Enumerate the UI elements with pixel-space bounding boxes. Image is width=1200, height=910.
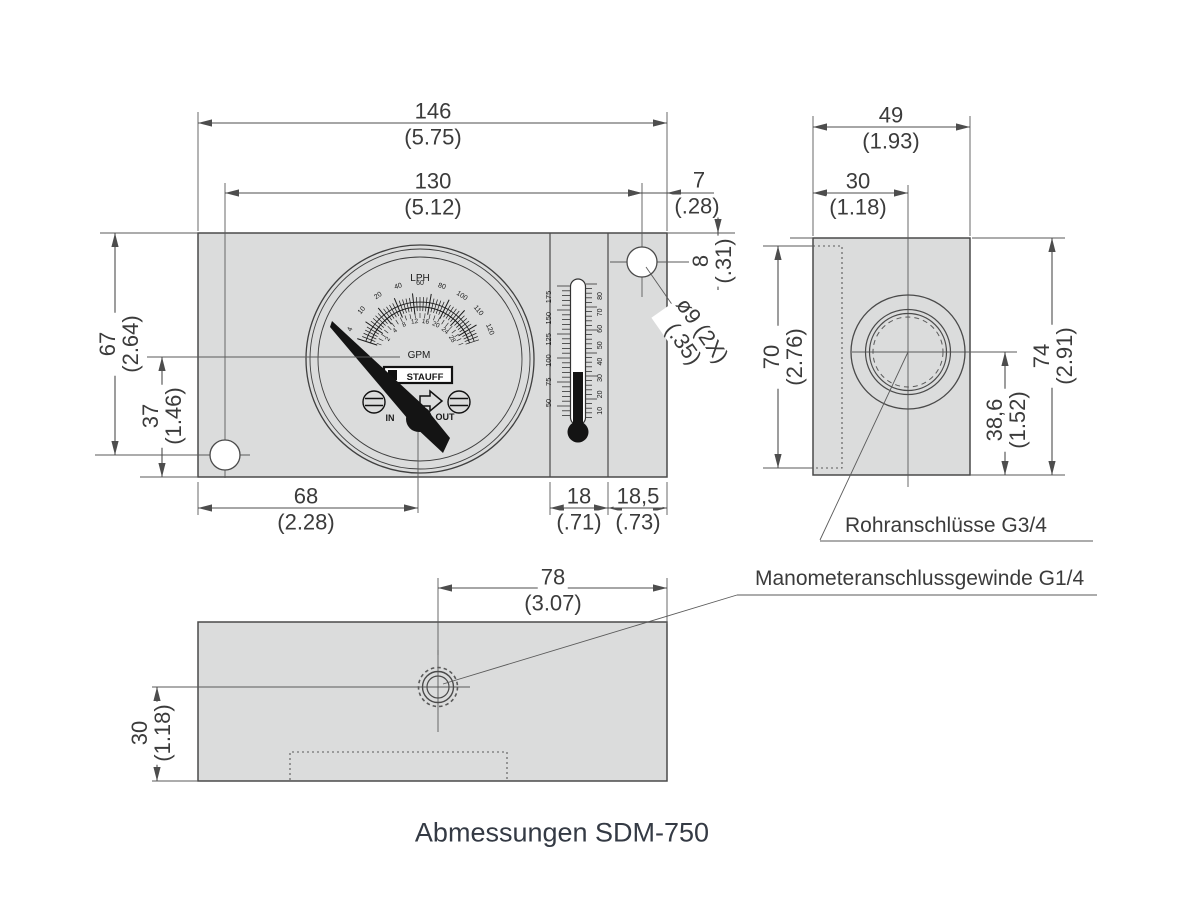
fahrenheit-scale-number: 50 [544,399,553,407]
celsius-scale-number: 30 [597,374,604,382]
dim-port-to-edge-inch: (3.07) [521,591,585,615]
screw-icon [362,390,386,414]
dim-hole-edge-offset-inch: (.28) [671,194,723,218]
lph-scale-number: 80 [437,282,447,291]
lph-scale-number: 60 [416,280,424,287]
dim-center-to-bottom: 37(1.46) [138,384,186,448]
cutout-hidden-line [813,245,843,469]
dim-right-section-mm: 18,5 [613,484,663,508]
mounting-hole-top-right [626,246,658,278]
dim-thermo-window-inch: (.71) [553,510,605,534]
thermometer-bulb [567,421,589,443]
dim-port-center-offset-inch: (1.18) [826,195,890,219]
dim-right-section-inch: (.73) [612,510,664,534]
dim-hole-span-mm: 130 [411,169,455,193]
lph-scale-number: 40 [393,282,403,291]
dim-front-width-inch: (5.75) [401,125,465,149]
celsius-scale-number: 50 [597,341,604,349]
side-view-panel [812,237,971,476]
fahrenheit-scale-number: 100 [544,354,553,367]
gauge-port-leader [442,594,738,685]
dim-hole-edge-offset-mm: 7 [689,168,709,192]
dim-port-to-edge-mm: 78 [537,565,569,589]
inlet-label: IN [386,413,395,423]
fahrenheit-scale-number: 150 [544,312,553,325]
dim-depth-inch: (1.93) [859,129,923,153]
gauge-port-thread-circle [417,666,459,708]
gpm-scale-number: 12 [411,318,420,326]
lph-scale-number: 10 [357,305,367,316]
bottom-view [152,578,1097,782]
dim-depth-mm: 49 [875,103,907,127]
gpm-scale-number: 4 [392,327,400,335]
dim-top-to-hole: 67(2.64) [95,312,143,376]
dim-edge-to-gauge-center-mm: 68 [290,484,322,508]
brand-name: STAUFF [407,372,444,383]
gauge-unit-top: LPH [410,273,429,284]
side-view [763,116,1093,542]
celsius-scale-number: 20 [597,390,604,398]
thermometer: 175 150 125 100 75 50 80 70 60 50 40 30 20 10 [544,278,604,443]
gauge-unit-bottom: GPM [408,350,431,361]
gpm-scale-number: 28 [447,334,457,344]
gauge-port-circle [421,670,455,704]
dim-edge-to-gauge-center-inch: (2.28) [274,510,338,534]
gpm-scale-number: 8 [401,321,408,329]
brand-logo-icon [388,370,397,380]
dim-body-inner-height: 70(2.76) [759,325,807,389]
dim-hole-top-offset: 8(.31) [688,235,736,287]
dim-height: 74(2.91) [1029,324,1077,388]
pipe-port-leader [819,351,909,541]
drawing-caption: Abmessungen SDM-750 [414,817,710,848]
needle-hub [406,406,432,432]
dim-port-center-height: 38,6(1.52) [982,388,1030,452]
gauge-thread-label: Manometeranschlussgewinde G1/4 [755,567,1085,590]
thermometer-scale-ticks: 175 150 125 100 75 50 80 70 60 50 40 30 20 10 [544,283,604,418]
gpm-scale-number: 24 [440,326,450,336]
gpm-scale-number: 2 [384,335,392,342]
fahrenheit-scale-number: 175 [544,291,553,304]
lph-scale-number: 20 [373,291,383,301]
fahrenheit-scale-number: 75 [544,378,553,386]
dim-hole-span-inch: (5.12) [401,195,465,219]
mounting-hole-bottom-left [209,439,241,471]
celsius-scale-number: 80 [597,292,604,300]
gpm-scale-number: 20 [431,320,441,330]
outlet-label: OUT [436,412,456,422]
dim-port-center-depth: 30(1.18) [127,701,175,765]
lph-scale-number: 4 [347,326,355,332]
thread-circle [872,316,944,388]
celsius-scale-number: 10 [597,407,604,415]
dim-port-center-offset-mm: 30 [842,169,874,193]
screw-icon [447,390,471,414]
celsius-scale-number: 40 [597,358,604,366]
celsius-scale-number: 70 [597,308,604,316]
cutout-hidden-line-bottom [289,751,508,780]
mercury-column [573,372,583,428]
dim-front-width-mm: 146 [411,99,455,123]
celsius-scale-number: 60 [597,325,604,333]
pipe-ports-label: Rohranschlüsse G3/4 [845,514,1047,537]
lph-scale-number: 120 [484,323,495,337]
gpm-scale-number: 16 [421,318,430,326]
fahrenheit-scale-number: 125 [544,333,553,346]
dim-thermo-window-mm: 18 [563,484,595,508]
pipe-port-circle [850,294,966,410]
